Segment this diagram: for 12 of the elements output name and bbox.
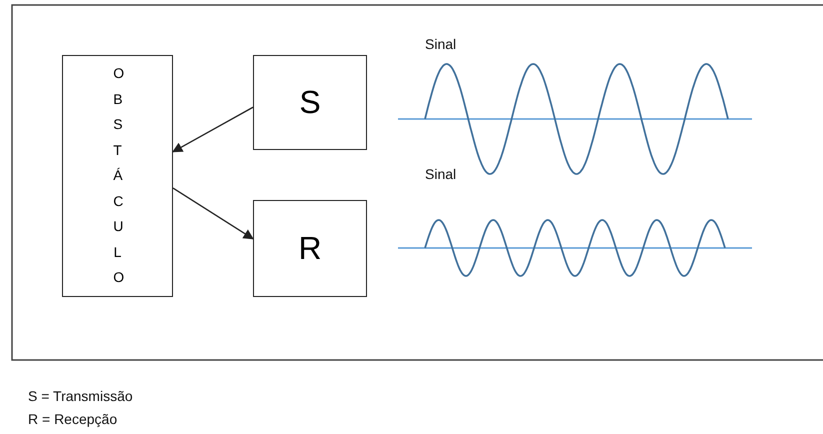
node-label: R bbox=[298, 230, 322, 267]
legend-note: S = Transmissão bbox=[28, 388, 133, 404]
transmitter-box bbox=[253, 55, 367, 150]
arrow bbox=[172, 188, 254, 240]
node-label: OBSTÁCULO bbox=[113, 64, 122, 288]
obstacle-box bbox=[62, 55, 173, 297]
signal-label: Sinal bbox=[425, 166, 456, 182]
node-label: S bbox=[299, 84, 321, 121]
legend-note: R = Recepção bbox=[28, 411, 118, 427]
receiver-box bbox=[253, 200, 367, 297]
signal-label: Sinal bbox=[425, 36, 456, 52]
arrow bbox=[172, 106, 254, 152]
